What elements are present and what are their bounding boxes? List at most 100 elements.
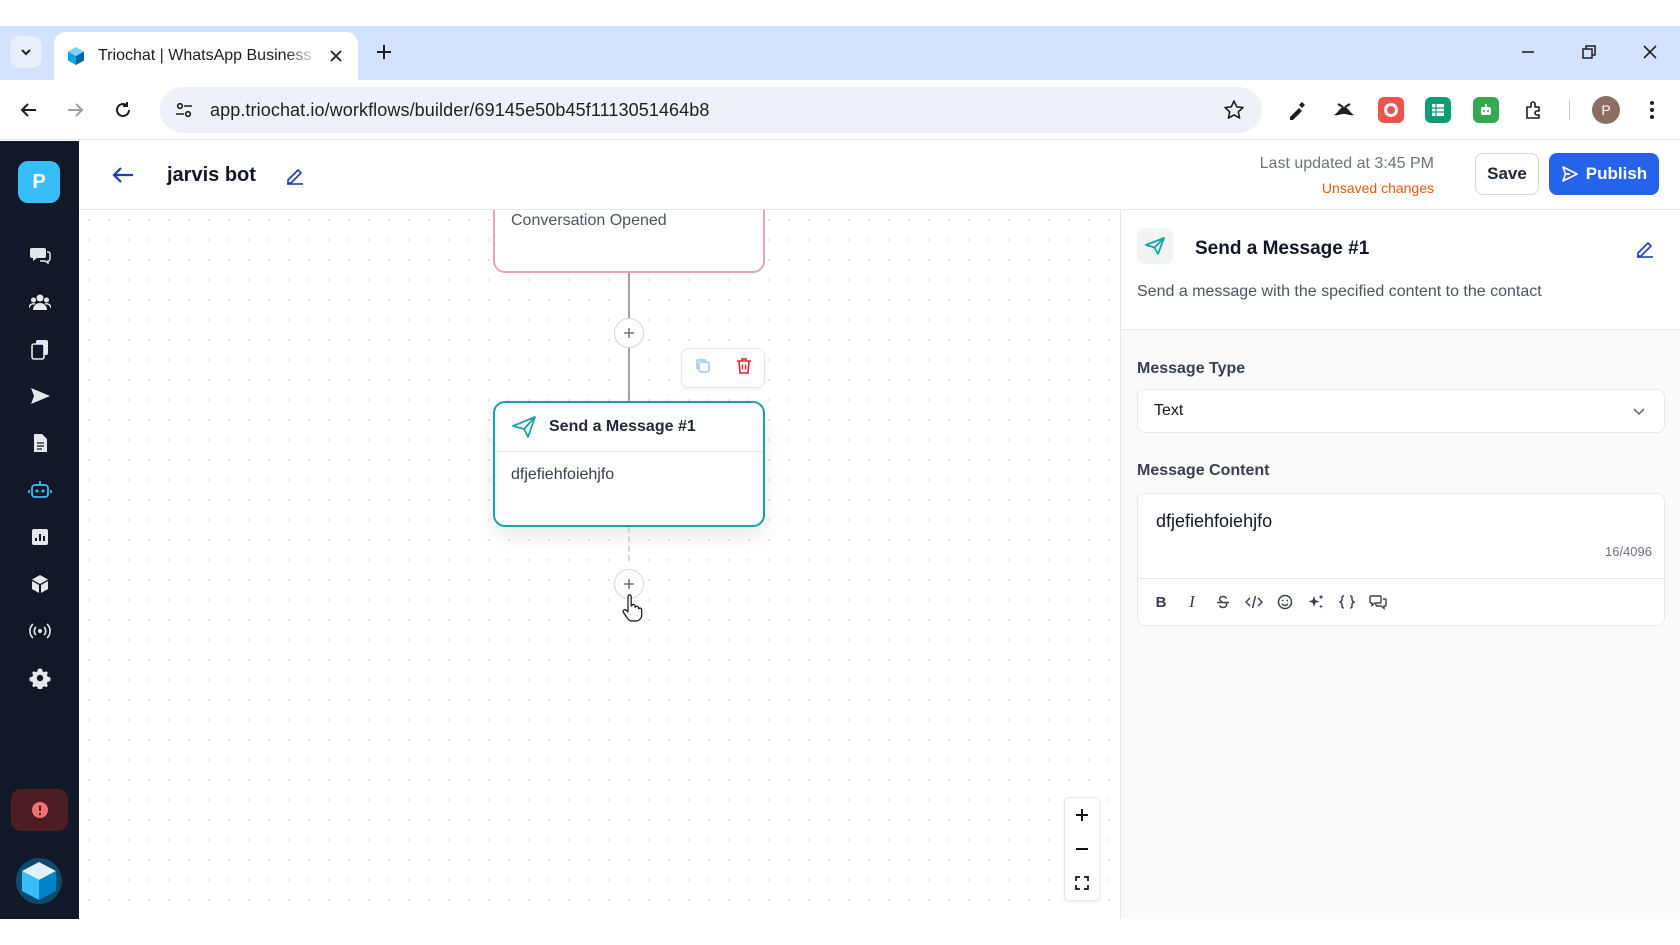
sidebar-item-campaigns[interactable] <box>25 381 55 411</box>
alert-icon <box>31 802 48 818</box>
browser-menu-icon[interactable] <box>1640 96 1664 124</box>
back-arrow-icon[interactable] <box>15 96 43 124</box>
minus-icon <box>1076 848 1088 850</box>
panel-title: Send a Message #1 <box>1195 238 1370 259</box>
formatting-toolbar: B I <box>1138 578 1664 625</box>
send-icon <box>31 388 50 404</box>
sidebar-item-bots[interactable] <box>25 475 55 505</box>
last-updated-text: Last updated at 3:45 PM <box>1259 155 1434 172</box>
fullscreen-icon <box>1075 876 1089 890</box>
zoom-in-button[interactable] <box>1065 798 1099 832</box>
duplicate-node-button[interactable] <box>694 357 712 380</box>
plus-icon <box>624 579 634 589</box>
url-text: app.triochat.io/workflows/builder/69145e… <box>210 99 710 120</box>
fit-view-button[interactable] <box>1065 866 1099 900</box>
workspace-avatar[interactable]: P <box>18 161 60 203</box>
sidebar-item-integrations[interactable] <box>25 569 55 599</box>
sidebar-item-broadcast[interactable] <box>25 616 55 646</box>
arrow-left-icon <box>112 167 133 183</box>
new-tab-icon[interactable] <box>372 40 396 64</box>
message-type-select[interactable]: Text <box>1137 389 1665 433</box>
strikethrough-icon[interactable] <box>1212 591 1234 613</box>
variable-braces-icon[interactable] <box>1336 591 1358 613</box>
sheets-extension-icon[interactable] <box>1425 97 1451 123</box>
emoji-icon[interactable] <box>1274 591 1296 613</box>
trigger-label: Conversation Opened <box>511 212 667 229</box>
alert-button[interactable] <box>11 789 68 831</box>
sidebar-item-settings[interactable] <box>25 663 55 693</box>
sidebar-item-inbox[interactable] <box>25 240 55 270</box>
bold-icon[interactable]: B <box>1155 593 1167 611</box>
browser-toolbar: app.triochat.io/workflows/builder/69145e… <box>0 80 1680 140</box>
chevron-down-icon <box>1630 402 1648 420</box>
builder-header: jarvis bot Last updated at 3:45 PM Unsav… <box>79 141 1680 210</box>
chart-icon <box>32 529 48 545</box>
record-extension-icon[interactable] <box>1378 97 1404 123</box>
save-button[interactable]: Save <box>1475 153 1539 195</box>
bot-icon <box>28 481 52 498</box>
forward-arrow-icon[interactable] <box>61 96 89 124</box>
bottom-strip <box>0 919 1680 945</box>
add-next-step-button[interactable] <box>614 569 644 599</box>
sidebar-item-templates[interactable] <box>25 334 55 364</box>
browser-tab[interactable]: Triochat | WhatsApp Business Team Inbox <box>54 32 358 80</box>
zoom-controls <box>1064 797 1100 901</box>
stealth-extension-icon[interactable] <box>1331 97 1357 123</box>
site-info-icon[interactable] <box>172 98 196 122</box>
triochat-favicon-icon <box>68 47 84 65</box>
ai-sparkles-icon[interactable] <box>1305 591 1327 613</box>
node-header: Send a Message #1 <box>495 403 763 452</box>
plus-icon <box>624 328 634 338</box>
message-content-text[interactable]: dfjefiehfoiehjfo <box>1156 511 1273 531</box>
hand-cursor-icon <box>622 594 643 622</box>
italic-icon[interactable]: I <box>1189 592 1195 611</box>
pencil-icon <box>1637 242 1653 258</box>
browser-tab-bar: Triochat | WhatsApp Business Team Inbox <box>0 26 1680 80</box>
delete-node-button[interactable] <box>735 357 753 380</box>
restore-icon[interactable] <box>1577 40 1601 64</box>
chevron-down-icon <box>21 49 31 56</box>
workflow-canvas[interactable]: Conversation Opened Send a Message #1 df… <box>79 210 1120 919</box>
close-window-icon[interactable] <box>1638 40 1662 64</box>
add-step-button[interactable] <box>614 318 644 348</box>
publish-button[interactable]: Publish <box>1549 153 1659 195</box>
extensions-puzzle-icon[interactable] <box>1521 97 1547 123</box>
minimize-icon[interactable] <box>1516 40 1540 64</box>
zoom-out-button[interactable] <box>1065 832 1099 866</box>
send-icon <box>1137 228 1173 264</box>
profile-avatar[interactable]: P <box>1592 96 1620 124</box>
tab-title: Triochat | WhatsApp Business Team Inbox <box>98 47 318 64</box>
quick-reply-icon[interactable] <box>1367 591 1389 613</box>
tab-search-button[interactable] <box>10 36 42 68</box>
close-tab-icon[interactable] <box>326 46 346 66</box>
send-icon <box>512 416 536 438</box>
send-icon <box>1561 166 1578 182</box>
message-type-value: Text <box>1154 402 1184 419</box>
panel-header: Send a Message #1 Send a message with th… <box>1121 210 1680 330</box>
chat-bubbles-icon <box>30 248 51 265</box>
sidebar-item-contacts[interactable] <box>25 287 55 317</box>
trigger-node[interactable]: Conversation Opened <box>493 210 765 273</box>
node-title: Send a Message #1 <box>549 418 696 435</box>
pencil-icon <box>287 169 303 185</box>
back-button[interactable] <box>109 163 137 187</box>
send-message-node[interactable]: Send a Message #1 dfjefiehfoiehjfo <box>493 401 765 527</box>
edit-step-button[interactable] <box>1633 236 1657 260</box>
message-type-label: Message Type <box>1137 360 1246 377</box>
eyedropper-extension-icon[interactable] <box>1284 97 1310 123</box>
robot-extension-icon[interactable] <box>1473 97 1499 123</box>
bookmark-star-icon[interactable] <box>1222 98 1246 122</box>
edit-name-button[interactable] <box>283 163 307 187</box>
browser-top-strip <box>0 0 1680 26</box>
triochat-logo <box>15 857 63 905</box>
sidebar-item-files[interactable] <box>25 428 55 458</box>
sidebar-item-analytics[interactable] <box>25 522 55 552</box>
address-bar[interactable]: app.triochat.io/workflows/builder/69145e… <box>160 87 1262 133</box>
plus-icon <box>1076 809 1088 821</box>
code-icon[interactable] <box>1243 591 1265 613</box>
unsaved-changes-text: Unsaved changes <box>1321 180 1434 196</box>
message-content-editor[interactable]: dfjefiehfoiehjfo 16/4096 B I <box>1137 493 1665 626</box>
reload-icon[interactable] <box>109 96 137 124</box>
edge-message-to-add <box>628 527 630 561</box>
